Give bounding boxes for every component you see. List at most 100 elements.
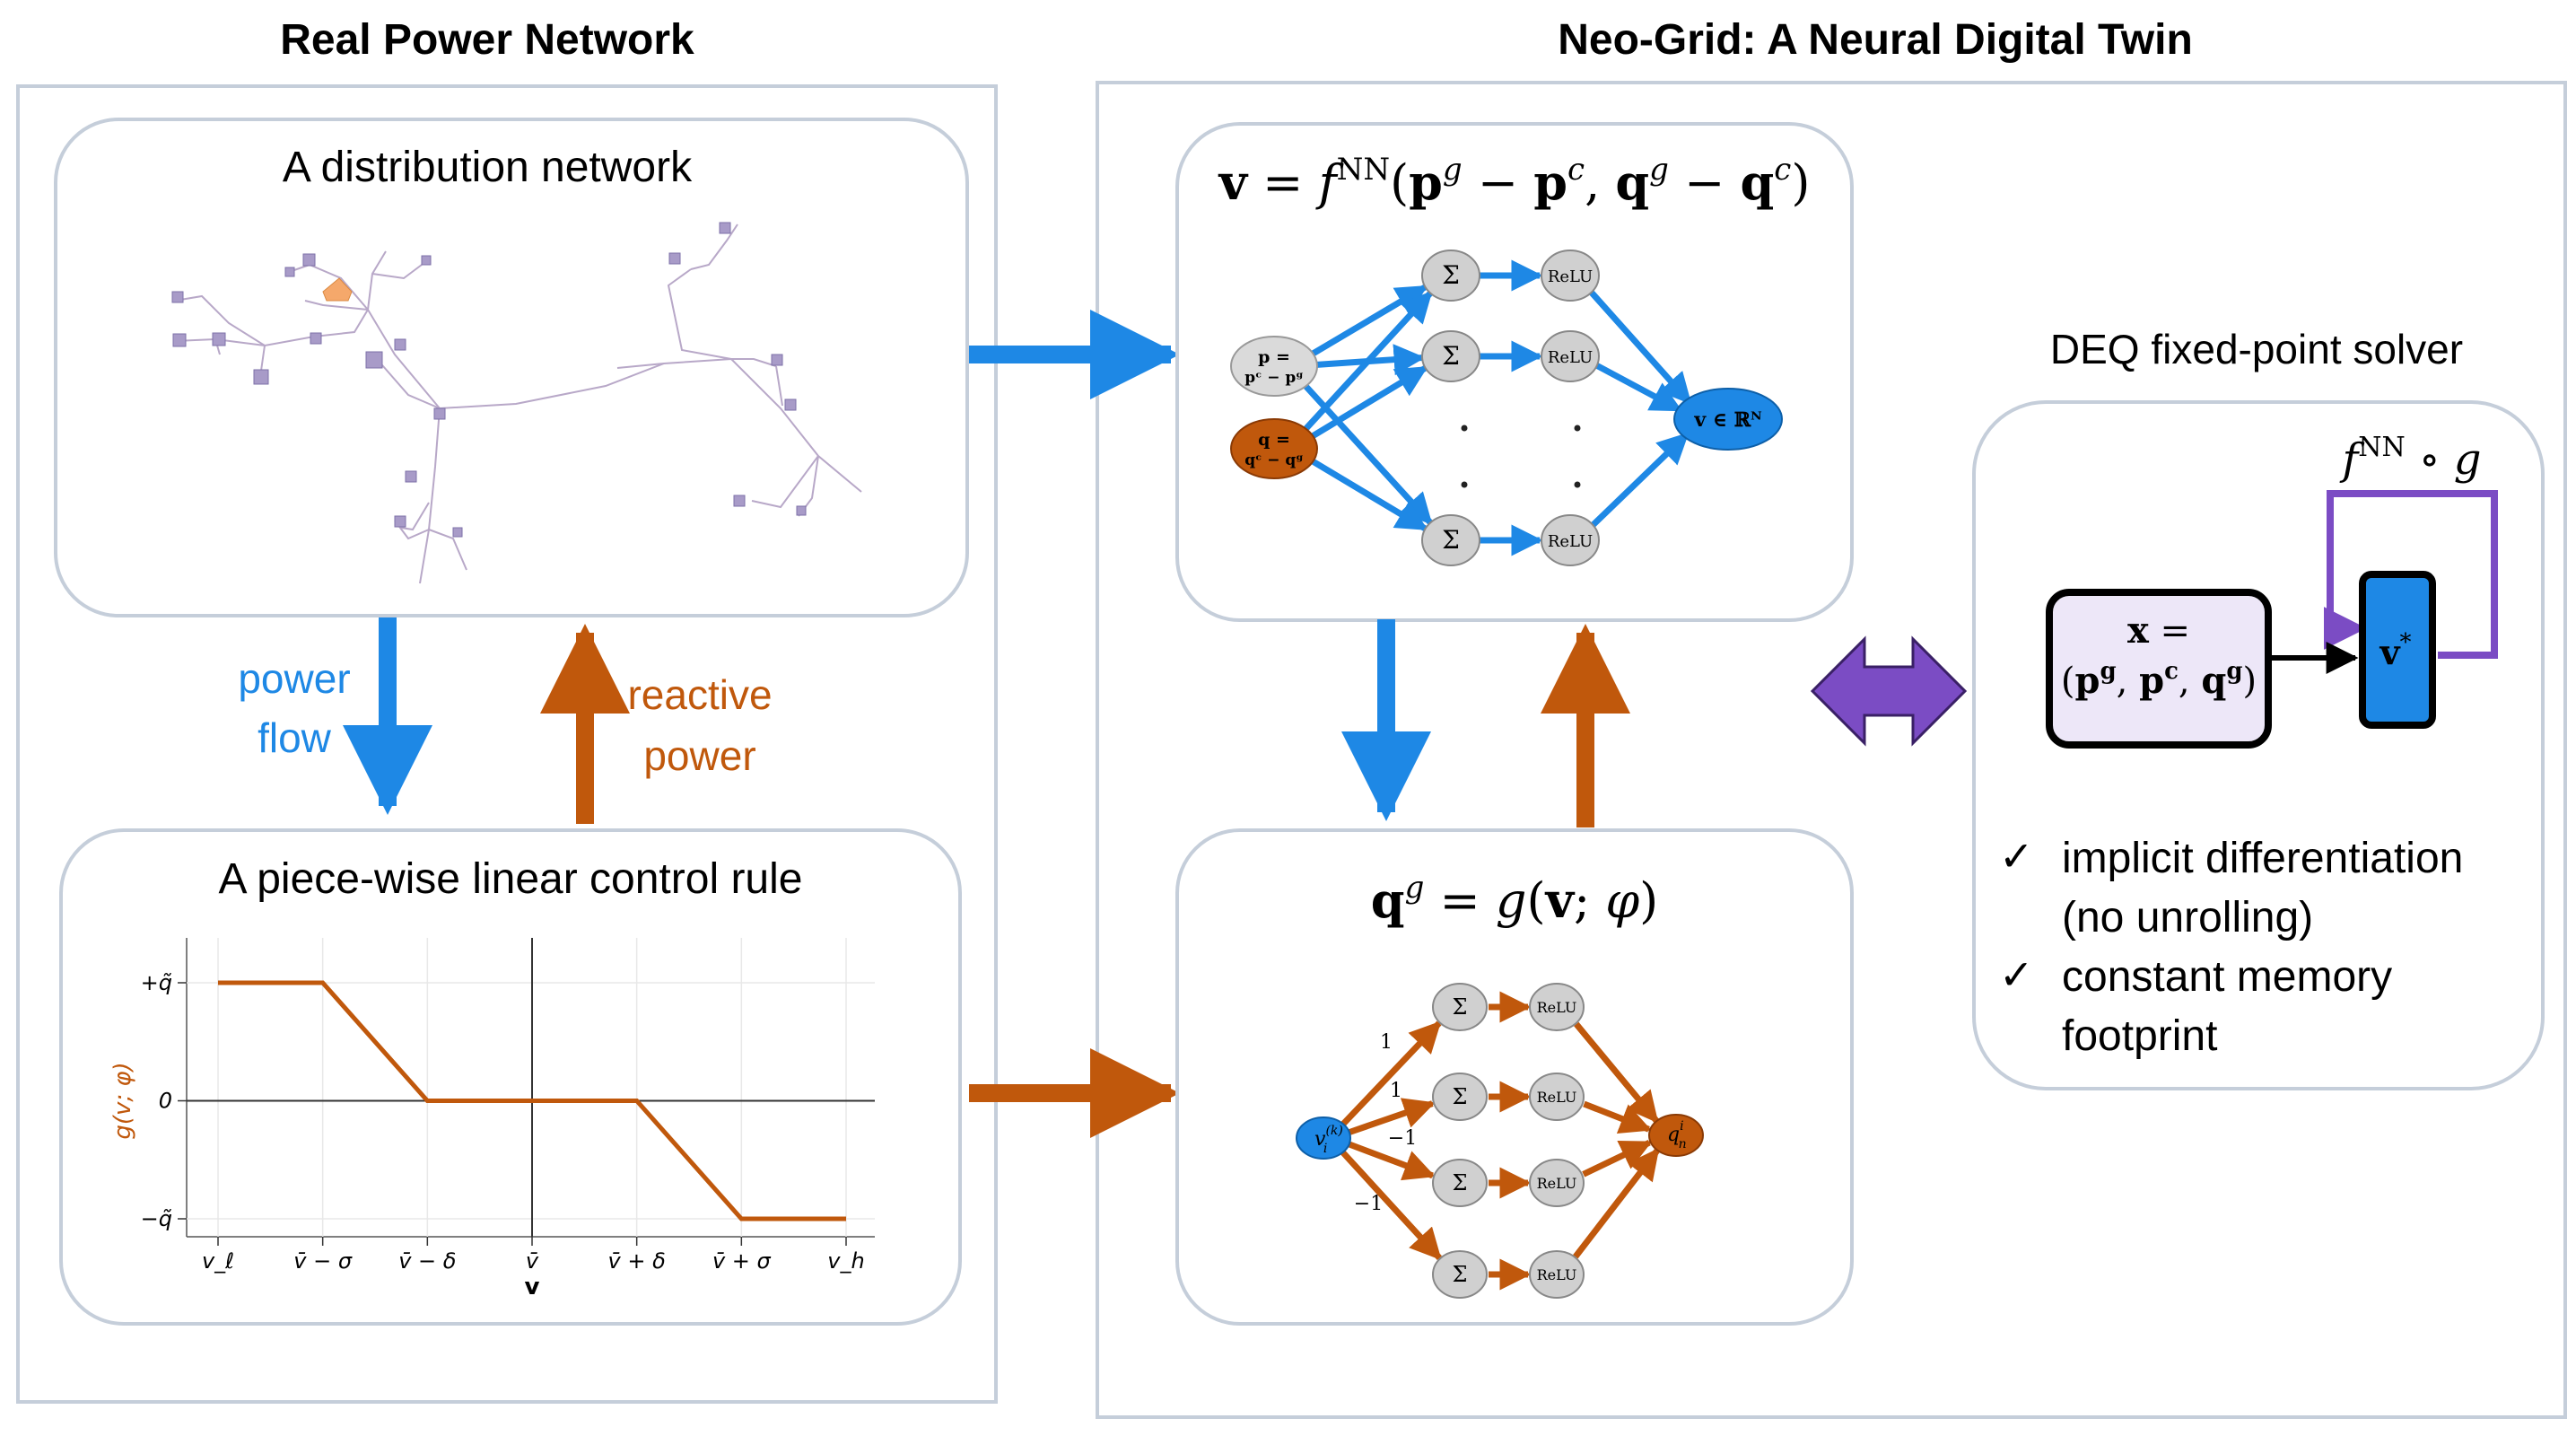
substation-marker [322,277,353,302]
network-box-title: A distribution network [283,144,693,191]
twin-deq-double-arrow [1810,635,1968,747]
chart-series-line [218,980,846,1221]
check-2-line2: footprint [2062,1012,2217,1060]
control-rule-box-title: A piece-wise linear control rule [219,855,803,903]
power-flow-label-line1: power [238,655,350,702]
fnn-network: Σ ReLU Σ ReLU Σ ReLU p = pᶜ − pᵍ q =qᶜ − qᵍ v ∈ ℝ… [1230,250,1783,566]
check-mark-2: ✓ [1999,951,2034,998]
nn-bottom-input-label: v(k)i [1314,1124,1343,1156]
nn-bottom-edge [1340,1020,1442,1127]
nn-bottom-relu-node [1529,983,1585,1031]
nn-bottom-input-node [1296,1116,1351,1160]
reactive-power-label-line1: reactive [627,671,772,718]
nn-bottom-sum-node [1432,1250,1488,1299]
check-1-line2: (no unrolling) [2062,894,2313,941]
nn-bottom-sum-node [1432,983,1488,1031]
nn-top-ellipsis-dot [1574,481,1581,488]
nn-top-sum-symbol: Σ [1442,341,1460,371]
nn-bottom-sum-symbol: Σ [1453,1262,1468,1287]
nn-bottom-sum-symbol: Σ [1453,994,1468,1020]
nn-bottom-edge [1573,1147,1660,1259]
chart-y-tick-label: −q̃ [141,1206,172,1231]
nn-bottom-relu-label: ReLU [1537,1175,1577,1192]
right-panel-frame [1096,81,2567,1419]
nn-bottom-relu-node [1529,1159,1585,1207]
chart-x-tick-label: v̄ + σ [712,1248,772,1274]
fnn-box [1175,122,1854,622]
nn-bottom-sum-symbol: Σ [1453,1084,1468,1109]
nn-top-relu-label: ReLU [1548,348,1593,367]
fnn-equation: v = fNN(pg − pc, qg − qc) [1218,152,1811,211]
chart-y-tick-label: 0 [159,1089,172,1114]
chart-x-tick-label: v̄ − σ [293,1248,353,1274]
nn-bottom-relu-label: ReLU [1537,1266,1577,1283]
nn-top-relu-node [1541,514,1600,566]
chart-x-tick-label: v_h [827,1248,864,1274]
nn-bottom-sum-symbol: Σ [1453,1170,1468,1195]
nn-top-sum-node [1421,514,1480,566]
network-nodes [171,222,807,538]
g-equation: qg = g(v; φ) [1371,870,1658,929]
nn-top-edge [1590,432,1690,528]
chart-x-tick-label: v_ℓ [202,1248,234,1274]
nn-top-input-p-line1: p = [1258,347,1290,367]
nn-top-sum-symbol: Σ [1442,260,1460,290]
nn-bottom-relu-node [1529,1073,1585,1121]
nn-top-output-node [1673,388,1783,451]
nn-bottom-edge [1348,1098,1436,1135]
control-rule-chart: v_ℓ v̄ − σ v̄ − δ v̄ v̄ + δ v̄ + σ v_h +q̃ 0 −q̃ v… [109,938,875,1300]
nn-bottom-output-node [1648,1114,1704,1157]
chart-x-axis-label: v [525,1274,540,1300]
nn-bottom-edge [1348,1141,1436,1181]
nn-top-input-q-line2: qᶜ − qᵍ [1244,451,1304,469]
nn-top-input-p [1230,336,1318,397]
deq-feedback-loop [2323,490,2498,659]
control-rule-box [59,828,962,1326]
nn-bottom-weight-label: −1 [1354,1193,1383,1215]
nn-top-input-q-line1: q = [1258,430,1290,450]
nn-top-ellipsis-dot [1461,481,1468,488]
chart-x-tick-label: v̄ + δ [608,1248,666,1274]
nn-bottom-sum-node [1432,1159,1488,1207]
deq-input-box [2046,589,2272,749]
deq-composition: fNN ∘ g [2339,432,2481,485]
nn-top-sum-node [1421,330,1480,382]
deq-output-label: v* [2379,629,2411,672]
nn-top-relu-node [1541,330,1600,382]
deq-input-line1: x = [2127,609,2190,652]
chart-x-tick-label: v̄ [526,1248,539,1274]
reactive-power-label-line2: power [643,732,755,779]
nn-top-output-label: v ∈ ℝᴺ [1693,408,1762,432]
nn-top-input-p-line2: pᶜ − pᵍ [1244,369,1304,387]
nn-top-edge [1310,458,1428,532]
check-mark-1: ✓ [1999,833,2034,880]
check-1-line1: implicit differentiation [2062,835,2463,882]
chart-y-axis-label: g(v; φ) [109,1062,136,1139]
deq-title: DEQ fixed-point solver [2050,326,2463,372]
nn-top-ellipsis-dot [1461,425,1468,432]
nn-top-relu-label: ReLU [1548,267,1593,286]
left-panel-title: Real Power Network [280,16,694,64]
nn-top-input-q [1230,418,1318,479]
nn-top-sum-symbol: Σ [1442,525,1460,555]
nn-bottom-sum-node [1432,1073,1488,1121]
nn-top-ellipsis-dot [1574,425,1581,432]
left-panel-frame [16,84,998,1404]
nn-bottom-edge [1583,1100,1652,1134]
nn-top-edge [1595,363,1683,413]
nn-top-relu-label: ReLU [1548,532,1593,551]
nn-bottom-relu-label: ReLU [1537,1089,1577,1106]
network-box [54,118,969,617]
deq-input-line2: (pg, pc, qg) [2061,658,2257,702]
nn-bottom-relu-node [1529,1250,1585,1299]
power-flow-label-line2: flow [258,714,332,761]
g-box [1175,828,1854,1326]
nn-top-edge [1302,291,1433,433]
right-panel-title: Neo-Grid: A Neural Digital Twin [1558,16,2193,64]
chart-y-tick-label: +q̃ [141,970,172,995]
nn-bottom-edge [1340,1150,1442,1261]
chart-x-tick-label: v̄ − δ [398,1248,456,1274]
deq-output-box [2359,571,2436,729]
